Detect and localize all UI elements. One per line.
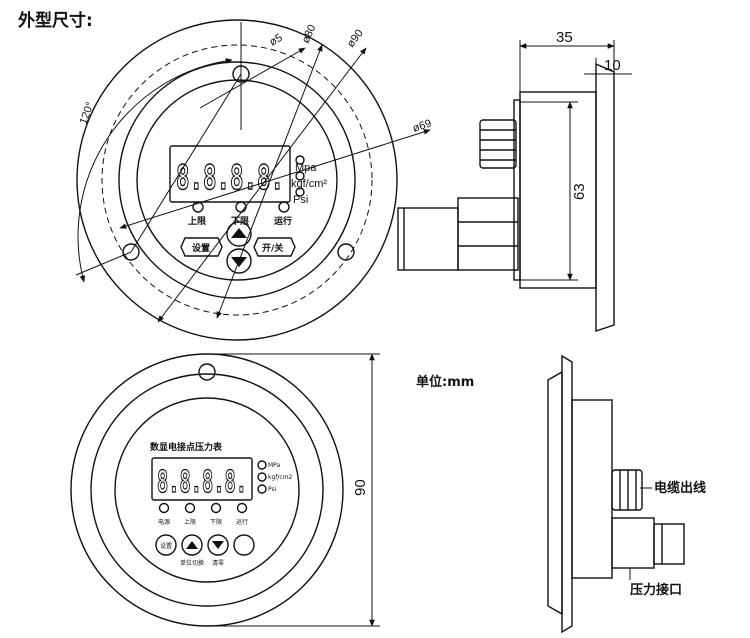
callout-pressure-port: 压力接口 bbox=[630, 582, 682, 598]
top-set-label: 设置 bbox=[192, 242, 210, 254]
bottom-side-leaders bbox=[629, 487, 652, 580]
btn-up-shape bbox=[181, 534, 203, 556]
bottom-display-digits: 8.8.8.8. bbox=[157, 465, 247, 500]
unit-led-mpa bbox=[257, 460, 267, 470]
bottom-indicator-upper: 上限 bbox=[184, 518, 196, 526]
units-label: 单位:mm bbox=[416, 374, 474, 390]
callout-cable-outlet: 电缆出线 bbox=[654, 480, 706, 496]
top-power-label: 开/关 bbox=[262, 242, 283, 254]
btn-down-shape bbox=[207, 534, 229, 556]
bottom-set-label: 设置 bbox=[160, 542, 172, 550]
led-run bbox=[236, 502, 248, 514]
top-unit-mpa: Mpa bbox=[295, 162, 317, 174]
bottom-side-view bbox=[547, 354, 685, 634]
unit-led-kgf bbox=[257, 472, 267, 482]
btn-down-icon bbox=[212, 541, 224, 549]
page-title: 外型尺寸: bbox=[18, 10, 93, 31]
unit-led-psi bbox=[257, 484, 267, 494]
face-ring bbox=[114, 397, 300, 583]
bezel-ring bbox=[547, 370, 563, 616]
dim-35: 35 bbox=[556, 29, 573, 46]
hex-fitting bbox=[457, 197, 519, 271]
angle-ray-b bbox=[75, 251, 132, 276]
top-dimension-lines bbox=[75, 22, 431, 323]
led-lower bbox=[210, 502, 222, 514]
bottom-dim-lines bbox=[207, 353, 380, 627]
bottom-caption-unit-switch: 单位切换 bbox=[180, 559, 204, 567]
btn-power-shape bbox=[233, 534, 255, 556]
hex-fitting bbox=[611, 517, 655, 569]
thread-connector bbox=[653, 523, 685, 565]
led-upper bbox=[184, 502, 196, 514]
indicator-led-lower bbox=[235, 201, 247, 213]
bottom-unit-psi: Psi bbox=[268, 486, 277, 493]
bottom-indicator-power: 电源 bbox=[158, 518, 170, 526]
cable-gland bbox=[611, 469, 643, 511]
top-side-dimension-lines bbox=[519, 40, 632, 281]
middle-ring bbox=[90, 373, 324, 607]
d69-line bbox=[119, 129, 431, 229]
d5-leader bbox=[199, 47, 306, 109]
btn-set-shape bbox=[155, 534, 177, 556]
angle-arc bbox=[77, 58, 233, 283]
top-screw-hole bbox=[198, 363, 216, 381]
cable-gland bbox=[479, 119, 517, 169]
top-side-view bbox=[397, 62, 615, 332]
dim-d80: ø80 bbox=[300, 23, 319, 45]
dim-10: 10 bbox=[604, 57, 621, 74]
up-arrow-icon bbox=[231, 228, 247, 238]
case-body bbox=[571, 399, 613, 579]
indicator-led-run bbox=[278, 201, 290, 213]
thread-connector bbox=[397, 207, 459, 271]
back-cover bbox=[513, 99, 521, 281]
dim-d90: ø90 bbox=[345, 27, 366, 49]
bottom-caption-zero: 清零 bbox=[212, 559, 224, 567]
dim-90: 90 bbox=[352, 479, 369, 496]
dim-angle: 120° bbox=[78, 101, 97, 126]
dim-d5: ø5 bbox=[268, 32, 285, 49]
bottom-gauge-title: 数显电接点压力表 bbox=[150, 441, 223, 453]
dim-63: 63 bbox=[571, 183, 588, 200]
top-unit-psi: Psi bbox=[293, 194, 308, 206]
top-unit-kgf: kgf/cm² bbox=[291, 178, 327, 190]
bottom-indicator-run: 运行 bbox=[236, 518, 248, 526]
front-flange bbox=[595, 62, 615, 332]
bottom-unit-kgf: kgf/cm2 bbox=[268, 474, 293, 481]
bottom-front-view bbox=[70, 353, 344, 627]
top-indicator-run: 运行 bbox=[274, 215, 292, 227]
display-panel bbox=[151, 457, 253, 501]
led-power bbox=[158, 502, 170, 514]
bottom-indicator-lower: 下限 bbox=[210, 518, 222, 526]
btn-up-icon bbox=[186, 541, 198, 549]
bottom-unit-mpa: MPa bbox=[268, 462, 281, 469]
top-indicator-upper: 上限 bbox=[188, 215, 207, 227]
dim-d69: ø69 bbox=[411, 118, 433, 135]
flange-plate bbox=[561, 354, 573, 634]
